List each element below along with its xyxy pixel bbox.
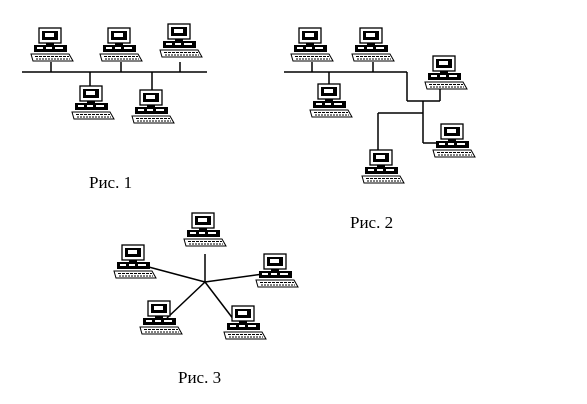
computer-icon (255, 253, 299, 288)
computer-icon (351, 27, 395, 62)
computer-icon (309, 83, 353, 118)
computer-icon (113, 244, 157, 279)
computer-icon (139, 300, 183, 335)
computer-icon (432, 123, 476, 158)
fig2-tree-topology (284, 27, 476, 184)
computer-icon (30, 27, 74, 62)
figure-3-caption: Рис. 3 (178, 368, 222, 387)
fig3-star-topology (113, 212, 299, 340)
computer-icon (361, 149, 405, 184)
figure-2-caption: Рис. 2 (350, 213, 394, 232)
computer-icon (223, 305, 267, 340)
fig1-bus-topology (22, 23, 207, 124)
computer-icon (159, 23, 203, 58)
computer-icon (99, 27, 143, 62)
computer-icon (71, 85, 115, 120)
computer-icon (424, 55, 468, 90)
computer-icon (131, 89, 175, 124)
computer-icon (290, 27, 334, 62)
figure-1-caption: Рис. 1 (89, 173, 133, 192)
computer-icon (183, 212, 227, 247)
